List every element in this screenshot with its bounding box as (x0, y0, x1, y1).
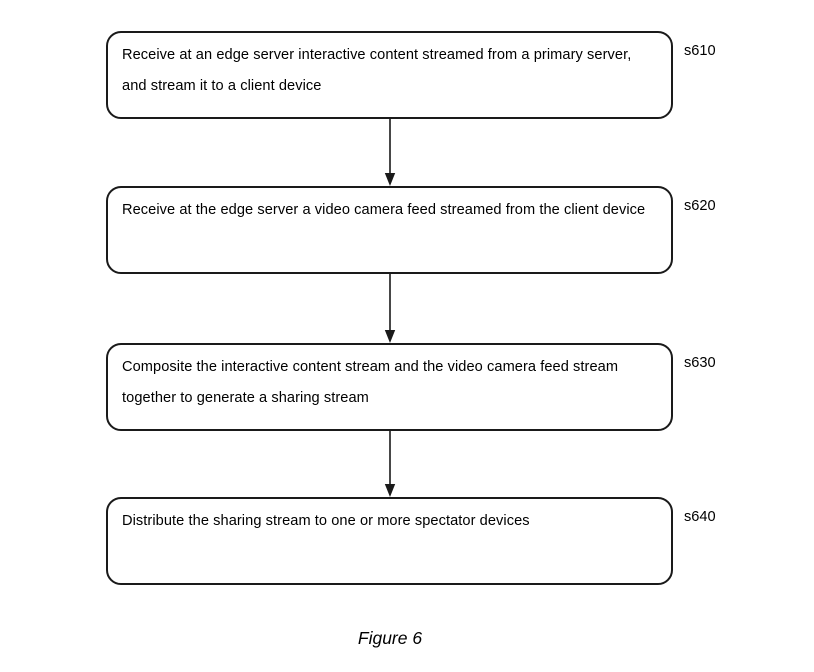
flow-step-s640: Distribute the sharing stream to one or … (106, 497, 814, 585)
process-box-text: Distribute the sharing stream to one or … (122, 513, 530, 529)
step-reference-label-s620: s620 (684, 198, 716, 214)
process-box-text: Composite the interactive content stream… (122, 359, 619, 406)
step-reference-label-s640: s640 (684, 509, 716, 525)
process-box-s630: Composite the interactive content stream… (106, 343, 673, 431)
flow-step-s630: Composite the interactive content stream… (106, 343, 814, 431)
arrow-connector-s620-to-s630 (384, 274, 396, 343)
step-reference-label-s610: s610 (684, 43, 716, 59)
arrow-down-icon (384, 119, 396, 186)
arrow-down-icon (384, 274, 396, 343)
figure-caption: Figure 6 (357, 628, 423, 648)
flow-step-s620: Receive at the edge server a video camer… (106, 186, 814, 274)
process-box-text: Receive at an edge server interactive co… (122, 47, 632, 94)
flow-step-s610: Receive at an edge server interactive co… (106, 31, 814, 119)
process-box-s620: Receive at the edge server a video camer… (106, 186, 673, 274)
arrow-connector-s630-to-s640 (384, 431, 396, 497)
arrow-connector-s610-to-s620 (384, 119, 396, 186)
process-box-s640: Distribute the sharing stream to one or … (106, 497, 673, 585)
arrow-down-icon (384, 431, 396, 497)
step-reference-label-s630: s630 (684, 355, 716, 371)
process-box-s610: Receive at an edge server interactive co… (106, 31, 673, 119)
process-box-text: Receive at the edge server a video camer… (122, 202, 646, 218)
